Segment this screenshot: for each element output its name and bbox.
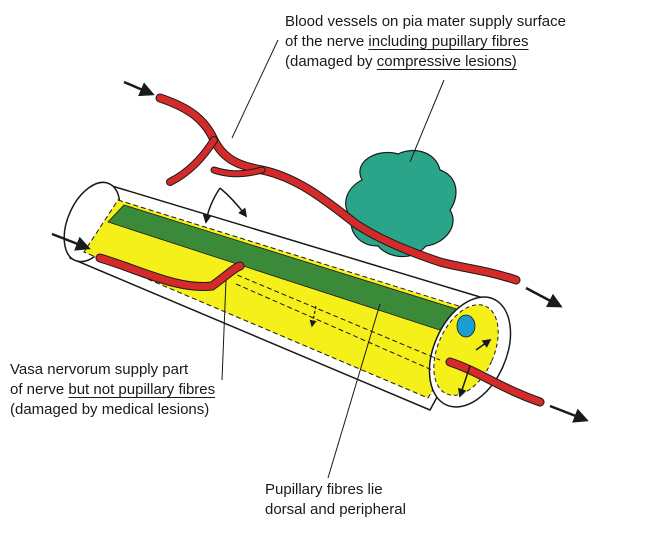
- perfusion-arrow: [220, 188, 246, 216]
- compressive-lesion: [346, 151, 456, 257]
- pupillary-fibres-label-line1: Pupillary fibres lie: [265, 480, 406, 500]
- underlined-text: but not pupillary fibres: [68, 381, 215, 398]
- vasa-nervorum-label-line2: of nerve but not pupillary fibres: [10, 380, 215, 400]
- blood-vessels-label-line2: of the nerve including pupillary fibres: [285, 32, 566, 52]
- vasa-nervorum-label-line1: Vasa nervorum supply part: [10, 360, 215, 380]
- underlined-text: including pupillary fibres: [368, 33, 528, 50]
- vessel-cross-section: [457, 315, 475, 337]
- flow-arrow: [124, 82, 152, 94]
- underlined-text: compressive lesions): [377, 53, 517, 70]
- blood-vessels-label-line3: (damaged by compressive lesions): [285, 52, 566, 72]
- leader-line-blood-vessels: [232, 40, 278, 138]
- flow-arrow: [550, 406, 586, 420]
- leader-line-lesion: [410, 80, 444, 162]
- pupillary-fibres-label-line2: dorsal and peripheral: [265, 500, 406, 520]
- flow-arrow: [526, 288, 560, 306]
- pupillary-fibres-label: Pupillary fibres lie dorsal and peripher…: [265, 480, 406, 520]
- blood-vessels-label-line1: Blood vessels on pia mater supply surfac…: [285, 12, 566, 32]
- vasa-nervorum-label: Vasa nervorum supply part of nerve but n…: [10, 360, 215, 420]
- vasa-nervorum-label-line3: (damaged by medical lesions): [10, 400, 215, 420]
- blood-vessels-label: Blood vessels on pia mater supply surfac…: [285, 12, 566, 72]
